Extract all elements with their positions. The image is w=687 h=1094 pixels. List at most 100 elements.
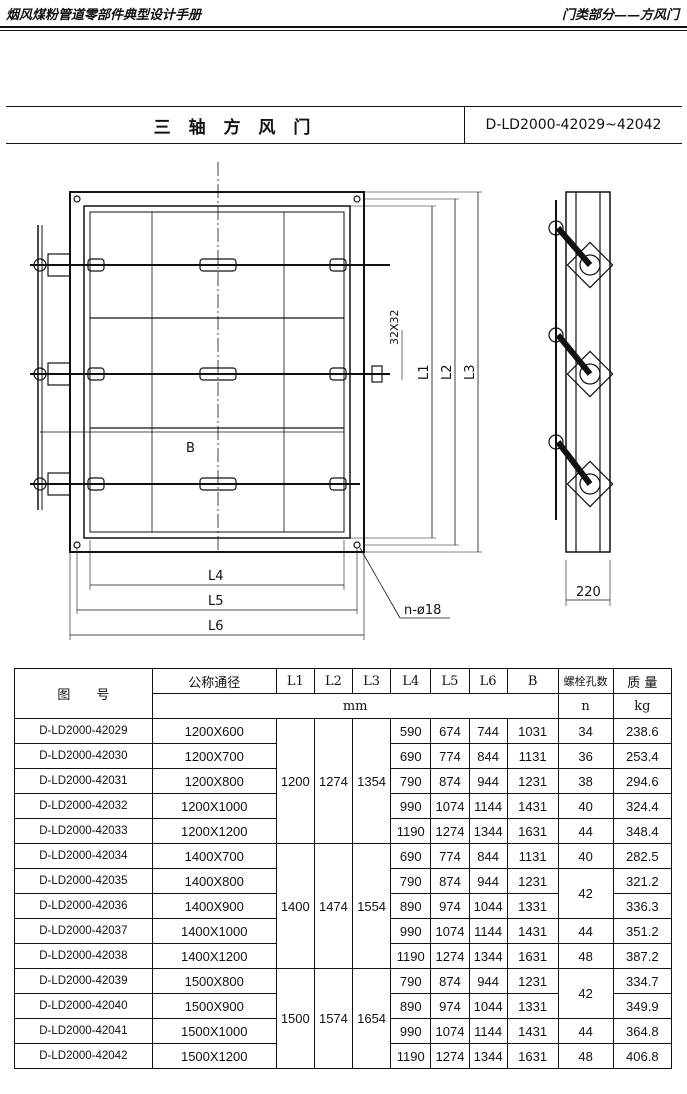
cell-bolts: 44	[557, 1018, 614, 1044]
cell-l5: 674	[430, 718, 470, 744]
cell-b: 1131	[506, 843, 559, 869]
cell-l5: 1074	[430, 793, 470, 819]
front-view	[30, 162, 482, 640]
dim-holes: n-ø18	[404, 603, 441, 618]
cell-code: D-LD2000-42034	[14, 843, 153, 869]
cell-nominal: 1200X700	[151, 743, 277, 769]
cell-nominal: 1500X1000	[151, 1018, 277, 1044]
cell-b: 1431	[506, 918, 559, 944]
cell-nominal: 1200X1200	[151, 818, 277, 844]
cell-bolts: 44	[557, 918, 614, 944]
cell-l6: 944	[468, 768, 508, 794]
cell-code: D-LD2000-42036	[14, 893, 153, 919]
cell-code: D-LD2000-42038	[14, 943, 153, 969]
dim-slot: 32X32	[388, 309, 401, 345]
cell-bolts: 48	[557, 1043, 614, 1069]
dim-depth: 220	[576, 585, 601, 600]
cell-nominal: 1200X600	[151, 718, 277, 744]
header-rule-thin	[0, 30, 687, 31]
cell-l4: 990	[390, 918, 432, 944]
cell-code: D-LD2000-42042	[14, 1043, 153, 1069]
side-view	[548, 191, 614, 606]
cell-l1: 1400	[275, 843, 315, 969]
cell-l6: 744	[468, 718, 508, 744]
cell-bolts: 34	[557, 718, 614, 744]
cell-l6: 944	[468, 868, 508, 894]
cell-nominal: 1200X1000	[151, 793, 277, 819]
cell-l5: 1274	[430, 943, 470, 969]
cell-b: 1331	[506, 993, 559, 1019]
cell-code: D-LD2000-42039	[14, 968, 153, 994]
cell-b: 1431	[506, 793, 559, 819]
cell-bolts: 48	[557, 943, 614, 969]
cell-code: D-LD2000-42033	[14, 818, 153, 844]
cell-l4: 1190	[390, 1043, 432, 1069]
dim-l1: L1	[417, 364, 432, 380]
cell-mass: 348.4	[612, 818, 673, 844]
cell-nominal: 1400X900	[151, 893, 277, 919]
cell-b: 1431	[506, 1018, 559, 1044]
unit-kg: kg	[612, 693, 673, 719]
cell-l6: 1144	[468, 793, 508, 819]
cell-mass: 387.2	[612, 943, 673, 969]
cell-nominal: 1500X900	[151, 993, 277, 1019]
cell-bolts: 40	[557, 793, 614, 819]
cell-bolts: 36	[557, 743, 614, 769]
cell-l5: 874	[430, 768, 470, 794]
cell-nominal: 1400X1200	[151, 943, 277, 969]
cell-nominal: 1500X1200	[151, 1043, 277, 1069]
manual-title: 烟风煤粉管道零部件典型设计手册	[6, 8, 202, 23]
cell-l5: 874	[430, 968, 470, 994]
title-block: 三 轴 方 风 门 D-LD2000-42029~42042	[6, 106, 682, 144]
col-code: 图 号	[14, 668, 153, 719]
cell-mass: 282.5	[612, 843, 673, 869]
cell-b: 1031	[506, 718, 559, 744]
cell-nominal: 1400X700	[151, 843, 277, 869]
cell-l5: 1274	[430, 818, 470, 844]
cell-l2: 1574	[313, 968, 354, 1069]
cell-l4: 690	[390, 843, 432, 869]
cell-l5: 774	[430, 743, 470, 769]
cell-l6: 1344	[468, 943, 508, 969]
col-l4: L4	[390, 668, 432, 694]
cell-b: 1231	[506, 868, 559, 894]
col-b: B	[506, 668, 559, 694]
cell-l4: 590	[390, 718, 432, 744]
cell-b: 1631	[506, 818, 559, 844]
col-nominal: 公称通径	[151, 668, 277, 694]
cell-l6: 844	[468, 843, 508, 869]
cell-l5: 1074	[430, 918, 470, 944]
cell-code: D-LD2000-42030	[14, 743, 153, 769]
cell-l5: 1074	[430, 1018, 470, 1044]
cell-l3: 1654	[351, 968, 392, 1069]
cell-mass: 406.8	[612, 1043, 673, 1069]
cell-l4: 890	[390, 993, 432, 1019]
cell-l6: 844	[468, 743, 508, 769]
cell-l3: 1554	[351, 843, 392, 969]
cell-nominal: 1500X800	[151, 968, 277, 994]
cell-l5: 874	[430, 868, 470, 894]
cell-l6: 1144	[468, 1018, 508, 1044]
col-bolts: 螺栓孔数	[557, 668, 614, 694]
cell-mass: 253.4	[612, 743, 673, 769]
cell-nominal: 1400X800	[151, 868, 277, 894]
cell-mass: 294.6	[612, 768, 673, 794]
cell-mass: 334.7	[612, 968, 673, 994]
cell-l4: 790	[390, 768, 432, 794]
cell-bolts: 44	[557, 818, 614, 844]
drawing-code: D-LD2000-42029~42042	[485, 117, 662, 133]
cell-code: D-LD2000-42032	[14, 793, 153, 819]
cell-mass: 324.4	[612, 793, 673, 819]
cell-code: D-LD2000-42040	[14, 993, 153, 1019]
cell-l2: 1274	[313, 718, 354, 844]
cell-l5: 774	[430, 843, 470, 869]
col-l2: L2	[313, 668, 354, 694]
cell-b: 1131	[506, 743, 559, 769]
cell-b: 1231	[506, 768, 559, 794]
